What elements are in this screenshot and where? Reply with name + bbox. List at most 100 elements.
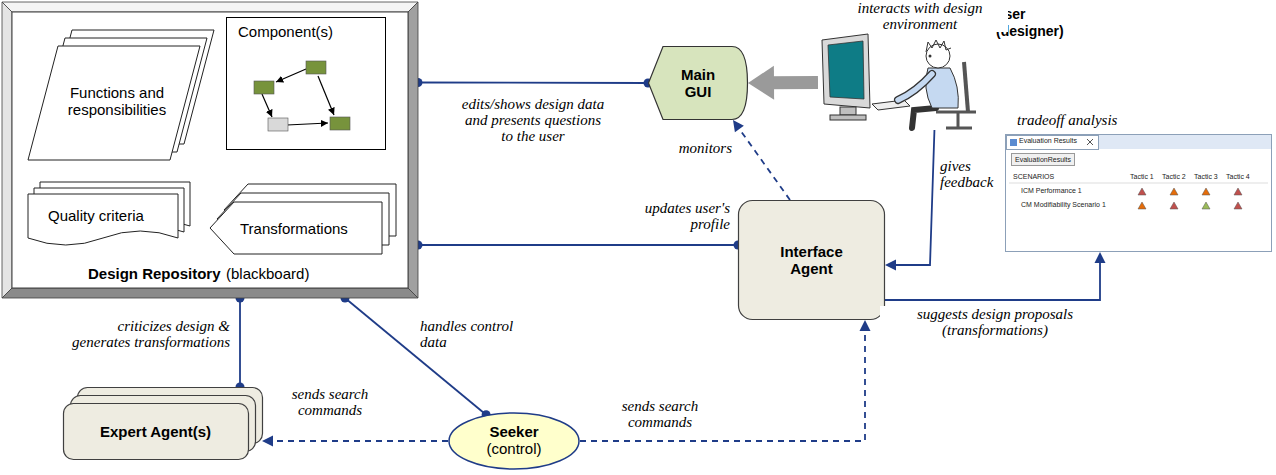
- connector-line: [580, 329, 865, 441]
- edge-label: criticizes design & generates transforma…: [58, 318, 230, 350]
- drawing-part: [3, 3, 418, 298]
- arrow-head: [1095, 252, 1106, 263]
- node-label: Main GUI: [670, 66, 726, 100]
- drawing-part: [1087, 139, 1093, 145]
- connector-line: [894, 130, 935, 265]
- drawing-part: [1009, 183, 1268, 184]
- arrow-head: [262, 436, 273, 447]
- drawing-part: [926, 40, 951, 52]
- data-link: [414, 241, 743, 250]
- drawing-part: [1006, 135, 1271, 149]
- data-link: [885, 252, 1106, 300]
- agent-outline: [64, 404, 249, 460]
- edge-label: interacts with design environment: [832, 0, 1008, 32]
- edge-label: monitors: [672, 140, 732, 156]
- rating-icon: [1170, 188, 1178, 195]
- screen-text: Evaluation Results: [1019, 136, 1077, 145]
- node-label: user (designer): [996, 6, 1076, 40]
- drawing-part: [840, 107, 856, 115]
- drawing-part: [936, 112, 976, 128]
- drawing-part: [898, 74, 932, 100]
- connector-line: [271, 440, 448, 442]
- document-stack: Functions and responsibilities: [28, 22, 218, 162]
- drawing-part: [964, 62, 968, 112]
- node-label: tradeoff analysis: [1017, 112, 1117, 129]
- rating-icon: [1138, 188, 1146, 195]
- document-stack: Quality criteria: [28, 176, 206, 252]
- command-arrow: [580, 320, 871, 441]
- connector-line: [885, 261, 1100, 300]
- component-link: [287, 123, 328, 125]
- transformation-stack: Transformations: [210, 176, 402, 258]
- component-block: [330, 117, 350, 130]
- tradeoff-view: tradeoff analysis: [1005, 112, 1272, 252]
- node-label: Expert Agent(s): [63, 423, 248, 440]
- agent-box: Interface Agent: [738, 200, 885, 320]
- connector-line: [418, 244, 738, 246]
- data-link: [885, 130, 934, 271]
- sheet-outline: [28, 46, 200, 160]
- drawing-part: [449, 413, 579, 469]
- connector-line: [738, 127, 790, 200]
- arrow-head: [733, 120, 744, 132]
- drawing-part: [830, 115, 866, 120]
- rating-icon: [1138, 202, 1146, 209]
- drawing-part: [872, 100, 910, 110]
- component-block: [306, 61, 326, 74]
- node-label: (control): [448, 440, 580, 457]
- drawing-part: [2, 2, 12, 298]
- component-block: [268, 118, 288, 131]
- edge-label: edits/shows design data and presents que…: [458, 96, 608, 144]
- drawing-part: [912, 108, 936, 128]
- edge-label: suggests design proposals (transformatio…: [880, 306, 1110, 338]
- screen-text: Tactic 4: [1226, 172, 1250, 181]
- toolbar-button: EvaluationResults: [1011, 153, 1075, 166]
- rating-icon: [1234, 188, 1242, 195]
- arrow-head: [860, 320, 871, 331]
- node-label: Seeker: [448, 423, 580, 440]
- drawing-part: [926, 44, 950, 68]
- arrow-head: [748, 66, 774, 100]
- edge-label: sends search commands: [268, 386, 392, 418]
- interaction-arrow: [748, 66, 818, 100]
- component-block: [254, 81, 274, 94]
- document-outline: [28, 194, 178, 245]
- drawing-part: [1010, 139, 1017, 146]
- data-link: [414, 78, 653, 88]
- connector-line: [769, 76, 818, 89]
- node-label: (blackboard): [226, 265, 309, 282]
- node-label: Quality criteria: [48, 207, 144, 224]
- drawing-part: [2, 288, 418, 298]
- edge-label: handles control data: [420, 318, 516, 350]
- drawing-part: [898, 74, 932, 100]
- drawing-part: [1007, 136, 1099, 150]
- node-label: Transformations: [240, 220, 348, 237]
- screen-text: SCENARIOS: [1013, 172, 1054, 181]
- drawing-part: [12, 12, 408, 288]
- agent-stack: Expert Agent(s): [63, 387, 262, 460]
- node-label: Design Repository: [88, 265, 221, 282]
- edge-label: updates user's profile: [612, 200, 730, 232]
- screen-text: Tactic 1: [1130, 172, 1154, 181]
- tradeoff-view-shape: [1005, 112, 1272, 252]
- drawing-part: [408, 2, 418, 298]
- node-label: Interface Agent: [766, 243, 857, 277]
- drawing-part: [649, 47, 748, 120]
- screen-text: CM Modifiability Scenario 1: [1021, 200, 1106, 209]
- connector-line: [418, 82, 648, 84]
- arrow-head: [885, 260, 896, 271]
- screen-text: Tactic 3: [1194, 172, 1218, 181]
- node-label: Component(s): [238, 23, 333, 40]
- rating-icon: [1202, 188, 1210, 195]
- rating-icon: [1202, 202, 1210, 209]
- component-link: [318, 76, 334, 115]
- data-link: [236, 294, 245, 392]
- component-link: [276, 69, 306, 82]
- component-box: Component(s): [226, 17, 386, 150]
- screen-text: Tactic 2: [1162, 172, 1186, 181]
- edge-label: sends search commands: [600, 398, 720, 430]
- sheet-outline: [210, 202, 382, 254]
- drawing-part: [929, 55, 932, 58]
- gui-display: Main GUI: [648, 46, 748, 120]
